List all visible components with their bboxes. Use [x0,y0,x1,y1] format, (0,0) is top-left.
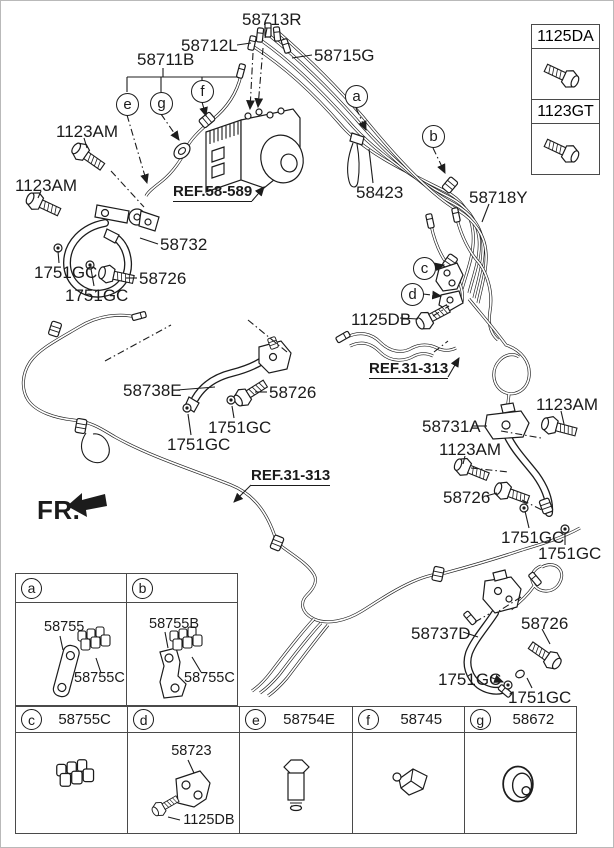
part-label: 58755C [74,670,125,686]
part-callout: 1123AM [15,176,78,195]
part-callout: 1123AM [56,122,119,141]
cell-e-drawing [283,759,311,812]
part-callout: 58713R [242,10,302,29]
part-callout: 58423 [356,183,404,202]
marker-g: g [150,92,173,115]
legend-code: 1125DA [532,25,599,49]
part-label: 58723 [171,743,212,759]
part-callout: 58718Y [469,188,528,207]
part-callout: 1751GC [208,418,272,437]
part-callout: 1751GC [508,688,572,707]
detail-cell-e: e 58754E [240,707,353,833]
marker-c: c [413,257,436,280]
part-callout: 58737D [411,624,471,643]
marker-e: e [116,93,139,116]
marker-b: b [422,125,445,148]
cell-a-drawing [52,626,111,698]
marker-d: d [401,283,424,306]
part-callout: 58732 [160,235,208,254]
cell-header-code: 58754E [283,711,335,728]
part-callout: 1123AM [536,395,599,414]
detail-table-top: a 58755 58755C b 58755B 58755C [15,573,238,706]
detail-table-bottom: c 58755C d 58723 1125DB e 58754E [15,706,577,834]
part-callout: 1751GC [501,528,565,547]
part-callout: 1123AM [439,440,502,459]
part-callout: 1751GC [34,263,98,282]
part-callout: 1751GC [65,286,129,305]
cell-header-code: 58745 [400,711,443,728]
ref-callout: REF.58-589 [173,183,253,202]
legend-bolt-cell [532,49,599,100]
part-label: 1125DB [183,812,235,828]
cell-f-drawing [392,768,428,796]
marker-f: f [191,80,214,103]
part-label: 58755C [184,670,235,686]
part-callout: 58711B [137,50,195,69]
abs-unit-drawing [205,107,304,193]
legend-bolt-cell [532,124,599,174]
part-callout: 58726 [139,269,187,288]
leader-lines [37,27,566,689]
part-callout: 58726 [443,488,491,507]
fastener-legend-box: 1125DA 1123GT [531,24,600,175]
bolt-icon [541,134,583,167]
part-label: 58755B [149,616,199,632]
marker-f-header: f [357,709,379,730]
marker-b-header: b [132,577,153,599]
cell-header-code: 58672 [512,711,555,728]
part-callout: 58726 [521,614,569,633]
part-callout: 58738E [123,381,182,400]
fittings-and-small-parts [22,22,579,699]
part-callout: 58726 [269,383,317,402]
detail-cell-a: a 58755 58755C [16,574,127,705]
detail-cell-c: c 58755C [16,707,129,833]
marker-a: a [345,85,368,108]
detail-cell-b: b 58755B 58755C [127,574,237,705]
ref-callout: REF.31-313 [251,467,331,486]
part-callout: 1751GC [538,544,602,563]
front-direction-arrow [67,493,107,517]
cell-d-drawing [149,759,211,821]
detail-cell-d: d 58723 1125DB [128,707,241,833]
part-callout: 58715G [314,46,375,65]
cell-header-code: 58755C [58,711,111,728]
dash-dot-guides [104,47,545,623]
part-callout: 1751GC [438,670,502,689]
part-callout: 58712L [181,36,238,55]
marker-d-header: d [133,709,155,730]
legend-code: 1123GT [532,100,599,124]
marker-e-header: e [245,709,267,730]
front-direction-label: FR. [37,495,81,525]
part-callout: 1125DB [351,310,412,329]
ref-callout: REF.31-313 [369,360,449,379]
part-callout: 58731A [422,417,481,436]
marker-g-header: g [469,709,491,730]
marker-a-header: a [21,577,42,599]
part-callout: 1751GC [167,435,231,454]
detail-cell-g: g 58672 [464,707,577,833]
cell-b-drawing [159,626,203,699]
bolt-icon [541,59,583,92]
part-label: 58755 [44,619,85,635]
detail-cell-f: f 58745 [352,707,465,833]
marker-c-header: c [21,709,42,730]
